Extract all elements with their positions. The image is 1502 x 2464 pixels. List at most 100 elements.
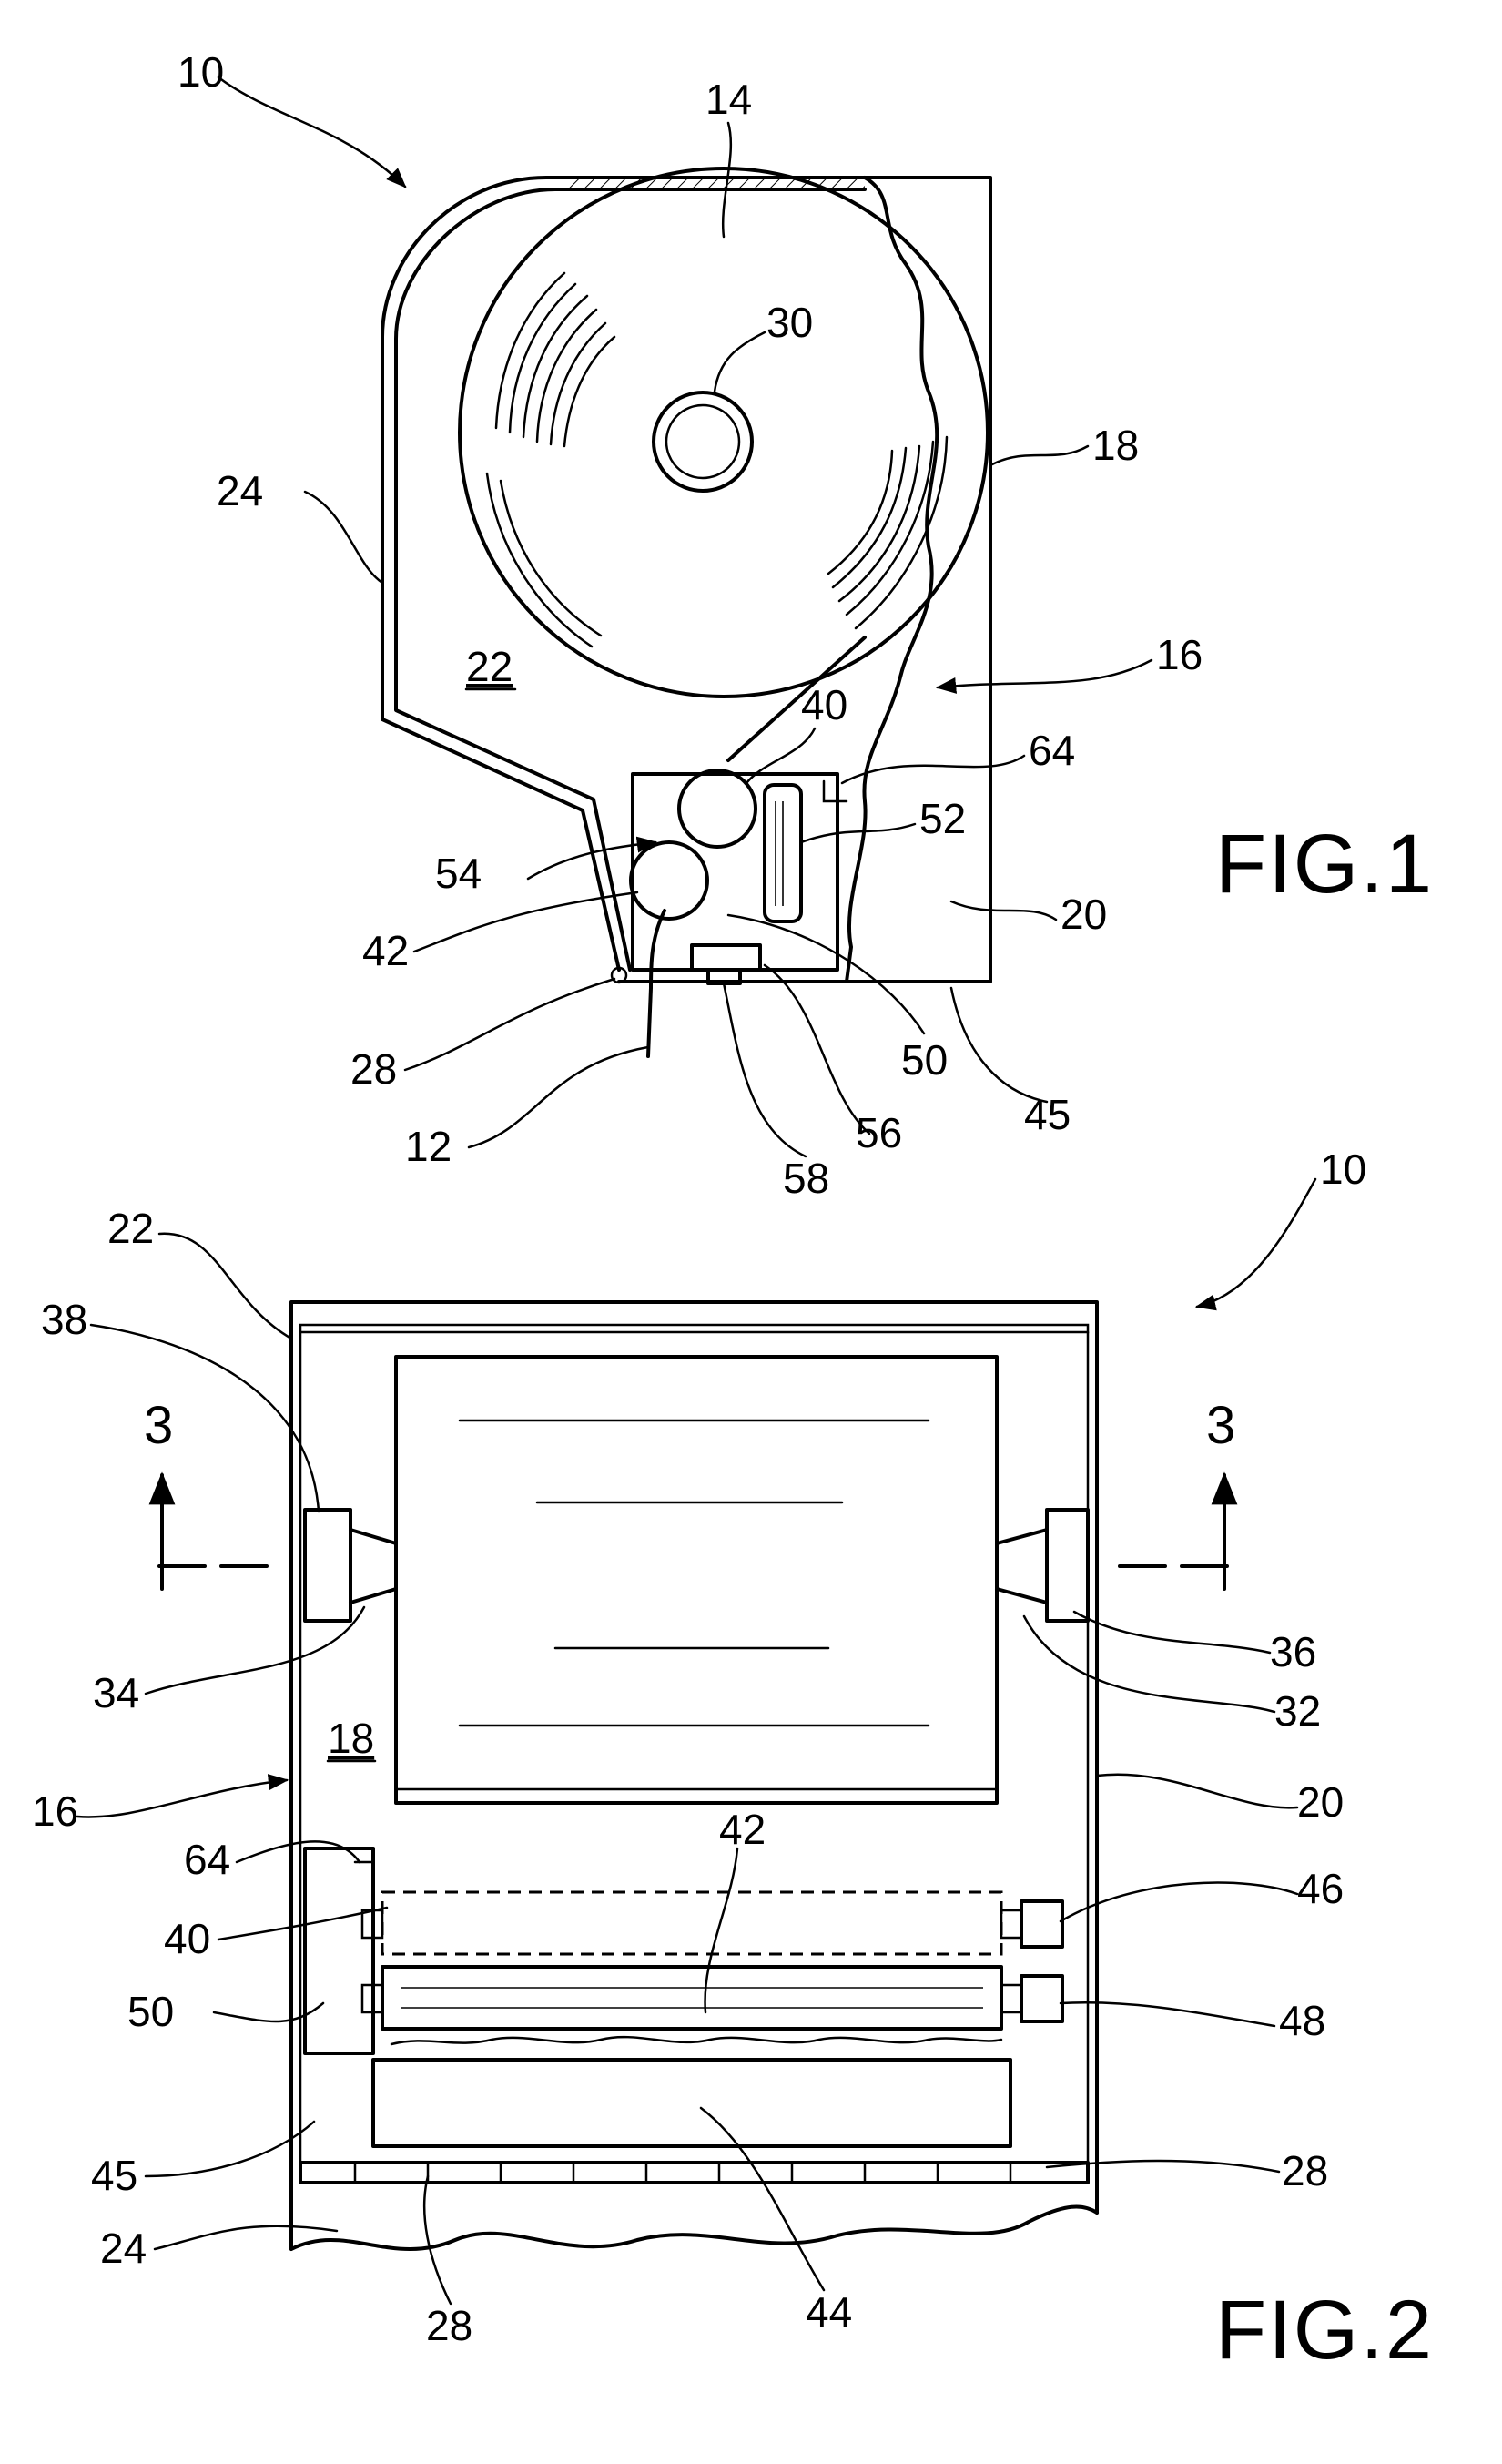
- leader-58: [724, 983, 806, 1156]
- label-32: 32: [1274, 1687, 1321, 1735]
- leader-10: [218, 77, 405, 187]
- leader-30: [715, 332, 765, 392]
- label-18: 18: [328, 1715, 374, 1762]
- leader-56: [765, 965, 869, 1134]
- section-mark-right: 3: [1206, 1396, 1235, 1455]
- figure-2: 10 22 38 3 3 34 36 32 18 16 20 64 42 46 …: [32, 1145, 1434, 2377]
- leader-45: [146, 2122, 314, 2176]
- leader-52: [801, 824, 915, 842]
- label-10: 10: [1320, 1145, 1366, 1193]
- label-36: 36: [1270, 1628, 1316, 1675]
- section-mark-left: 3: [144, 1396, 173, 1455]
- rail-segments: [355, 2163, 1010, 2183]
- pivot-rail-28: [300, 2163, 1088, 2183]
- cover-break-line: [291, 2206, 1097, 2249]
- roll-core-inner: [666, 405, 739, 478]
- leader-28: [405, 979, 614, 1070]
- label-28-left: 28: [426, 2302, 472, 2349]
- leader-50: [728, 915, 924, 1033]
- label-12: 12: [405, 1123, 452, 1170]
- roller-shaft-right-lower: [1001, 1985, 1021, 2012]
- label-24: 24: [100, 2225, 147, 2272]
- label-34: 34: [93, 1669, 139, 1716]
- label-56: 56: [856, 1109, 902, 1156]
- leader-28-left: [424, 2176, 451, 2304]
- bearing-48: [1021, 1976, 1062, 2021]
- pressure-roller-42: [631, 842, 707, 919]
- break-line: [847, 178, 937, 982]
- roll-core-outer: [654, 392, 752, 491]
- leader-24: [155, 2226, 337, 2249]
- label-22: 22: [107, 1205, 154, 1252]
- label-30: 30: [766, 299, 813, 346]
- leader-10: [1197, 1179, 1315, 1307]
- label-16: 16: [32, 1787, 78, 1835]
- leader-36: [1074, 1612, 1270, 1653]
- label-42: 42: [362, 927, 409, 974]
- figure-1-caption: FIG.1: [1215, 818, 1434, 911]
- paper-roll: [460, 168, 988, 697]
- label-18: 18: [1092, 422, 1139, 469]
- sensor-bracket-64: [824, 781, 847, 801]
- figure-2-caption: FIG.2: [1215, 2284, 1434, 2377]
- label-28: 28: [350, 1045, 397, 1093]
- label-45: 45: [91, 2152, 137, 2199]
- label-38: 38: [41, 1296, 87, 1343]
- leader-16: [938, 660, 1152, 687]
- label-64: 64: [184, 1836, 230, 1883]
- label-58: 58: [783, 1155, 829, 1202]
- hub-36: [1047, 1510, 1088, 1621]
- tear-bar-44: [373, 2060, 1010, 2146]
- leader-18: [992, 446, 1088, 464]
- sensor-56: [692, 945, 760, 971]
- figure-1: 10 14 30 18 24 22 16 40 64 52 54 42 20 2…: [178, 48, 1434, 1202]
- leader-44: [701, 2108, 824, 2290]
- bearing-46: [1021, 1901, 1062, 1947]
- label-16: 16: [1156, 631, 1203, 678]
- leader-22: [159, 1234, 291, 1339]
- label-40: 40: [801, 681, 847, 728]
- label-45: 45: [1024, 1091, 1071, 1138]
- leader-64: [237, 1841, 360, 1862]
- leader-16: [77, 1780, 287, 1817]
- leader-48: [1061, 2002, 1274, 2026]
- roller-shaft-right-upper: [1001, 1910, 1021, 1938]
- label-42: 42: [719, 1806, 766, 1853]
- leader-32: [1024, 1616, 1274, 1712]
- label-40: 40: [164, 1915, 210, 1962]
- housing-outline: [291, 1302, 1097, 2249]
- label-28-right: 28: [1282, 2147, 1328, 2194]
- label-52: 52: [919, 795, 966, 842]
- drive-roller-40: [679, 770, 756, 847]
- label-20: 20: [1061, 891, 1107, 938]
- top-inner-wall: [300, 1325, 1088, 1332]
- label-50: 50: [127, 1988, 174, 2035]
- label-14: 14: [705, 76, 752, 123]
- leader-20: [1097, 1775, 1297, 1808]
- leader-38: [91, 1325, 319, 1512]
- drive-roller-40-hidden: [382, 1892, 1001, 1954]
- leader-20: [951, 901, 1056, 920]
- leader-12: [469, 1047, 648, 1147]
- gear-housing-50: [305, 1848, 373, 2053]
- paper-edge-wave: [391, 2037, 1001, 2044]
- axle-32: [997, 1530, 1047, 1603]
- label-24: 24: [217, 467, 263, 514]
- label-44: 44: [806, 2288, 852, 2336]
- label-48: 48: [1279, 1997, 1325, 2044]
- paper-roll-front: [396, 1357, 997, 1803]
- label-20: 20: [1297, 1778, 1344, 1826]
- dispenser-module: [633, 774, 837, 970]
- roll-shading-left: [487, 273, 614, 647]
- label-46: 46: [1297, 1865, 1344, 1912]
- label-54: 54: [435, 850, 482, 897]
- label-22: 22: [466, 643, 513, 690]
- label-64: 64: [1029, 727, 1075, 774]
- label-10: 10: [178, 48, 224, 96]
- pressure-roller-42: [382, 1967, 1001, 2029]
- leader-45: [951, 988, 1047, 1102]
- hub-38: [305, 1510, 350, 1621]
- axle-34: [350, 1530, 396, 1603]
- leader-24: [305, 492, 382, 583]
